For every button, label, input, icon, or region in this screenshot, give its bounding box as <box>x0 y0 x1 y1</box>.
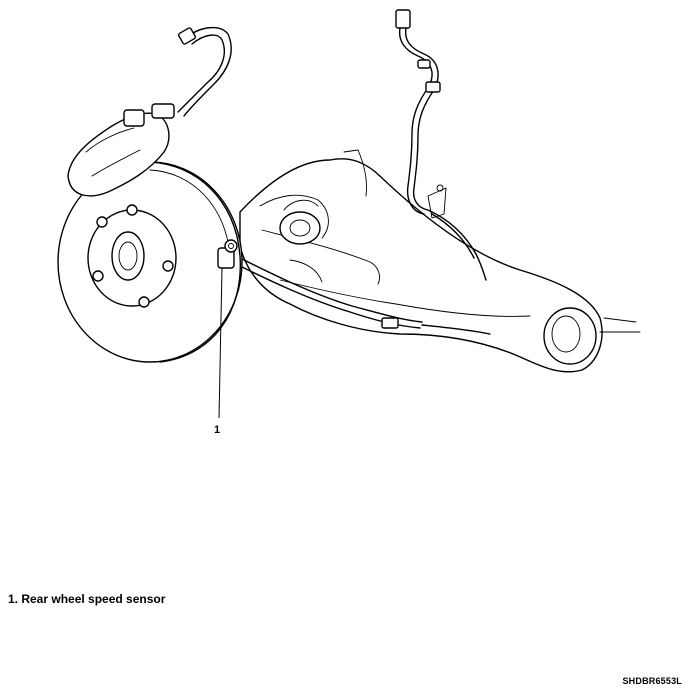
wheel-speed-sensor <box>217 239 238 269</box>
legend-item-1: 1. Rear wheel speed sensor <box>8 592 166 606</box>
brake-hose <box>177 27 232 117</box>
sensor-cable <box>231 255 491 335</box>
callout-leader-line <box>218 267 223 419</box>
figure-code: SHDBR6553L <box>622 676 682 686</box>
brake-caliper <box>67 103 175 197</box>
callout-number-1: 1 <box>214 424 221 436</box>
wiring-harness <box>395 9 487 281</box>
trailing-arm <box>239 149 641 373</box>
